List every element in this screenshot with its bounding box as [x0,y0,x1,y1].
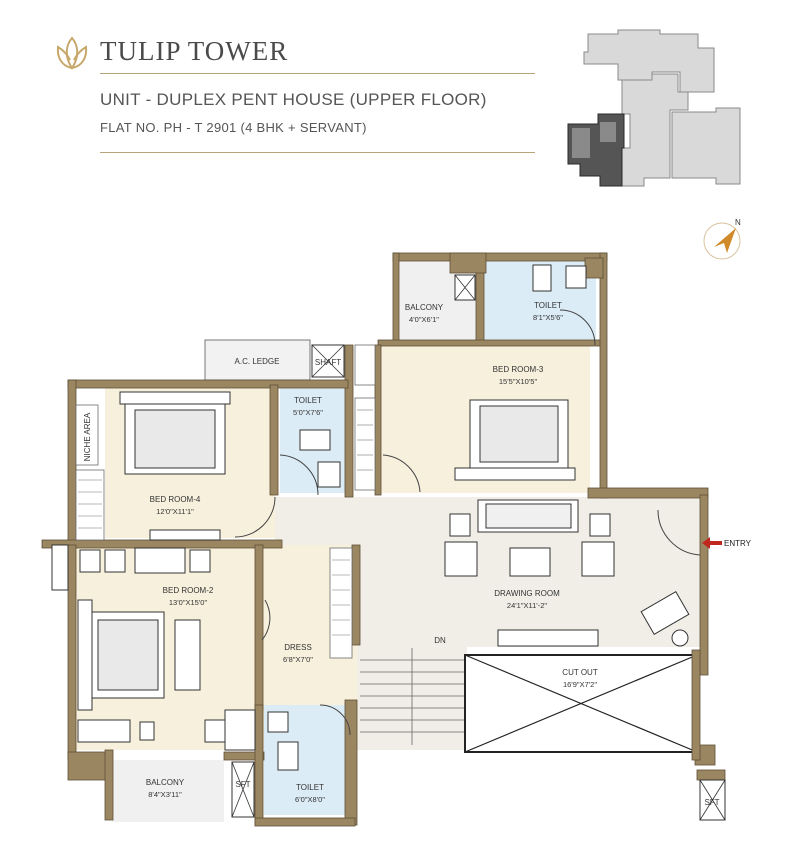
furniture [51,264,615,771]
entry-marker: ENTRY [702,537,752,549]
dress-label: DRESS [284,643,312,652]
toilet-mid-dim: 5'0"X7'6" [293,408,323,417]
floor-fills [75,258,700,822]
ac-ledge-label: A.C. LEDGE [235,357,280,366]
entry-label: ENTRY [724,539,752,548]
dress-dim: 6'8"X7'0" [283,655,313,664]
cutout-cross [464,654,698,753]
door-swings [234,309,701,736]
bedroom4-label: BED ROOM-4 [150,495,201,504]
header-divider [100,73,535,74]
bedroom2-dim: 13'0"X15'0" [169,598,208,607]
brand-name: TULIP TOWER [100,36,289,66]
staircase [360,648,464,745]
bedroom4-dim: 12'0"X11'1" [156,507,194,516]
bedroom3-label: BED ROOM-3 [493,365,544,374]
niche-area-label: NICHE AREA [83,412,92,461]
entry-arrow-icon [702,537,722,549]
cutout-label: CUT OUT [562,668,598,677]
unit-title: UNIT - DUPLEX PENT HOUSE (UPPER FLOOR) [100,90,487,109]
wardrobes [75,344,376,659]
shaft-top-label: SHAFT [315,358,341,367]
flat-subtitle: FLAT NO. PH - T 2901 (4 BHK + SERVANT) [100,120,367,135]
toilet-bottom-dim: 6'0"X8'0" [295,795,325,804]
walls [41,252,726,827]
floor-plan: BALCONY 4'0"X6'1" TOILET 8'1"X5'6" A.C. … [41,252,752,827]
shaft-bottom-label: SFT [235,780,250,789]
balcony-top-dim: 4'0"X6'1" [409,315,439,324]
bedroom2-label: BED ROOM-2 [163,586,214,595]
shaft-cross [231,274,726,821]
header-divider-bottom [100,152,535,153]
tulip-logo [56,36,88,70]
bedroom3-dim: 15'5"X10'5" [499,377,538,386]
stair-down-label: DN [434,636,446,645]
room-labels: BALCONY 4'0"X6'1" TOILET 8'1"X5'6" A.C. … [83,301,720,807]
toilet-top-label: TOILET [534,301,562,310]
cutout-dim: 16'9"X7'2" [563,680,597,689]
key-plan [567,29,741,187]
balcony-bottom-dim: 8'4"X3'11" [148,790,182,799]
drawing-room-dim: 24'1"X11'-2" [507,601,547,610]
toilet-mid-label: TOILET [294,396,322,405]
wardrobe-hatch [78,409,373,636]
toilet-top-dim: 8'1"X5'6" [533,313,563,322]
shaft-right-label: SFT [704,798,719,807]
north-compass-icon: N [703,218,741,260]
dressing-chair [640,591,690,647]
drawing-room-label: DRAWING ROOM [494,589,560,598]
north-label: N [735,218,741,227]
toilet-bottom-label: TOILET [296,783,324,792]
balcony-top-label: BALCONY [405,303,444,312]
balcony-bottom-label: BALCONY [146,778,185,787]
